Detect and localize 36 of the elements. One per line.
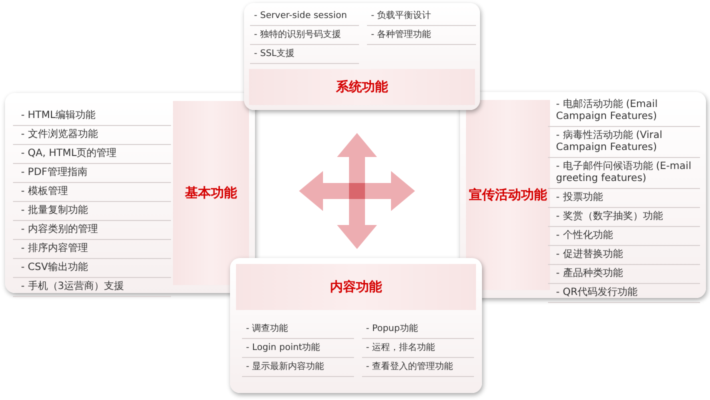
list-item: - CSV输出功能: [13, 259, 171, 278]
list-item: - 各种管理功能: [367, 26, 476, 45]
panel-heading: 基本功能: [185, 185, 237, 202]
list-item: - 调查功能: [242, 320, 354, 339]
list-item: - 促进替换功能: [548, 246, 700, 265]
list-item: - 电邮活动功能 (Email Campaign Features): [548, 96, 700, 127]
list-item: - Popup功能: [362, 320, 474, 339]
feature-panel: [230, 258, 482, 393]
list-item: - 病毒性活动功能 (Viral Campaign Features): [548, 127, 700, 158]
list-item: - QA, HTML页的管理: [13, 145, 171, 164]
list-item: - 个性化功能: [548, 227, 700, 246]
list-item: - 独特的识别号码支援: [250, 26, 359, 45]
list-item: - 查看登入的管理功能: [362, 358, 474, 377]
list-item: - 產品种类功能: [548, 265, 700, 284]
list-item: - 文件浏览器功能: [13, 126, 171, 145]
list-item: - 奖赏（数字抽奖）功能: [548, 208, 700, 227]
list-item: - 负载平衡设计: [367, 7, 476, 26]
list-item: - 电子邮件问候语功能 (E-mail greeting features): [548, 158, 700, 189]
list-item: - QR代码发行功能: [548, 284, 700, 303]
panel-heading: 宣传活动功能: [469, 186, 547, 204]
panel-heading: 系统功能: [336, 78, 388, 96]
list-item: - 投票功能: [548, 189, 700, 208]
list-item: - SSL支援: [250, 45, 359, 64]
list-item: - PDF管理指南: [13, 164, 171, 183]
feature-panel: [244, 3, 480, 110]
list-item: - HTML编辑功能: [13, 107, 171, 126]
list-item: - Login point功能: [242, 339, 354, 358]
list-item: - Server-side session: [250, 7, 359, 26]
list-item: - 运程，排名功能: [362, 339, 474, 358]
panel-heading: 内容功能: [330, 278, 382, 296]
list-item: - 显示最新内容功能: [242, 358, 354, 377]
list-item: - 内容类别的管理: [13, 221, 171, 240]
list-item: - 排序内容管理: [13, 240, 171, 259]
list-item: - 批量复制功能: [13, 202, 171, 221]
list-item: - 手机（3运营商）支援: [13, 278, 171, 297]
list-item: - 模板管理: [13, 183, 171, 202]
